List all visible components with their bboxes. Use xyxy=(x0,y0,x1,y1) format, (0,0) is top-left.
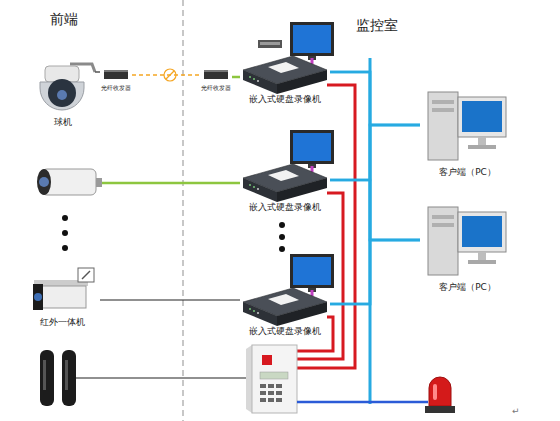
node-label: 球机 xyxy=(54,118,72,128)
keypad-key xyxy=(260,391,266,395)
pc-icon xyxy=(428,92,506,160)
infrared-camera-face xyxy=(33,284,43,310)
alarm-host xyxy=(252,345,297,413)
alarm-output-cable xyxy=(297,401,428,404)
connector xyxy=(330,125,420,304)
dvr-unit xyxy=(243,130,334,202)
connector xyxy=(330,240,420,304)
control-keyboard-keys xyxy=(260,42,280,45)
dvr-recorder: 嵌入式硬盘录像机 xyxy=(240,158,330,213)
fiber-transceiver xyxy=(204,71,228,79)
control-keyboard xyxy=(258,40,282,48)
ir-mark xyxy=(82,271,90,279)
node-label: 嵌入式硬盘录像机 xyxy=(249,327,321,337)
dvr-recorder: 嵌入式硬盘录像机 xyxy=(240,282,330,337)
infrared-camera xyxy=(38,286,86,308)
ellipsis-dot xyxy=(279,246,285,252)
fiber-transceiver-top xyxy=(104,70,128,72)
node-label: 嵌入式硬盘录像机 xyxy=(249,203,321,213)
fiber-transceiver: 光纤收发器 xyxy=(200,68,232,92)
connector xyxy=(132,74,200,76)
alarm-host-icon xyxy=(262,355,272,365)
bullet-camera-face xyxy=(37,169,51,195)
keypad-key xyxy=(268,384,274,388)
video-cable xyxy=(102,182,240,185)
node-label: 客户端（PC） xyxy=(439,283,496,293)
connector xyxy=(330,72,420,240)
beam-detector-highlight xyxy=(43,360,46,390)
ellipsis-dot xyxy=(279,222,285,228)
paragraph-mark: ↵ xyxy=(512,407,520,417)
beam-detector xyxy=(62,350,76,406)
fiber-symbol xyxy=(166,71,174,79)
beam-detector xyxy=(40,350,54,406)
alarm-host-display xyxy=(260,372,288,379)
keypad-key xyxy=(276,398,282,402)
ellipsis-dot xyxy=(62,245,68,251)
client-pc: 客户端（PC） xyxy=(420,85,515,178)
node-label: 红外一体机 xyxy=(40,318,85,328)
fiber-transceiver xyxy=(104,71,128,79)
alarm-cable xyxy=(76,377,252,378)
dvr-unit xyxy=(243,254,334,326)
ellipsis-dot xyxy=(279,234,285,240)
dome-camera: 球机 xyxy=(30,58,95,128)
zone-divider xyxy=(182,0,184,421)
bullet-camera-lens xyxy=(39,177,49,187)
keypad-key xyxy=(268,398,274,402)
connector xyxy=(330,72,420,125)
alarm-host-side xyxy=(246,345,252,413)
connector xyxy=(100,299,240,300)
network-bus xyxy=(369,58,372,404)
zone-heading: 前端 xyxy=(50,12,78,27)
fiber-transceiver-top xyxy=(204,70,228,72)
dvr-unit xyxy=(243,22,334,94)
dome-globe xyxy=(48,79,76,107)
fiber-symbol xyxy=(164,69,176,81)
alarm-link xyxy=(297,85,355,368)
connector xyxy=(95,71,100,73)
fiber-transceiver: 光纤收发器 xyxy=(100,68,132,92)
keypad-key xyxy=(276,384,282,388)
zone-heading: 监控室 xyxy=(356,18,398,33)
infrared-camera-lens xyxy=(34,293,42,301)
connector xyxy=(232,76,240,79)
alarm-lamp-base xyxy=(425,406,455,413)
node-label: 光纤收发器 xyxy=(201,85,231,92)
client-pc: 客户端（PC） xyxy=(420,200,515,293)
ir-mark xyxy=(78,268,94,282)
alarm-lamp-highlight xyxy=(433,384,437,400)
alarm-lamp xyxy=(429,377,451,406)
keypad-key xyxy=(260,398,266,402)
node-label: 光纤收发器 xyxy=(101,85,131,92)
infrared-camera: 红外一体机 xyxy=(25,275,100,328)
keypad-key xyxy=(268,391,274,395)
ellipsis-dot xyxy=(62,230,68,236)
beam-detector-highlight xyxy=(65,360,68,390)
keypad-key xyxy=(260,384,266,388)
connector xyxy=(330,180,420,240)
connector xyxy=(330,125,420,180)
node-label: 客户端（PC） xyxy=(439,168,496,178)
ellipsis-dot xyxy=(62,215,68,221)
pc-icon xyxy=(428,207,506,275)
dome-lens xyxy=(57,90,67,100)
node-label: 嵌入式硬盘录像机 xyxy=(249,95,321,105)
dvr-recorder: 嵌入式硬盘录像机 xyxy=(240,50,330,105)
keypad-key xyxy=(276,391,282,395)
